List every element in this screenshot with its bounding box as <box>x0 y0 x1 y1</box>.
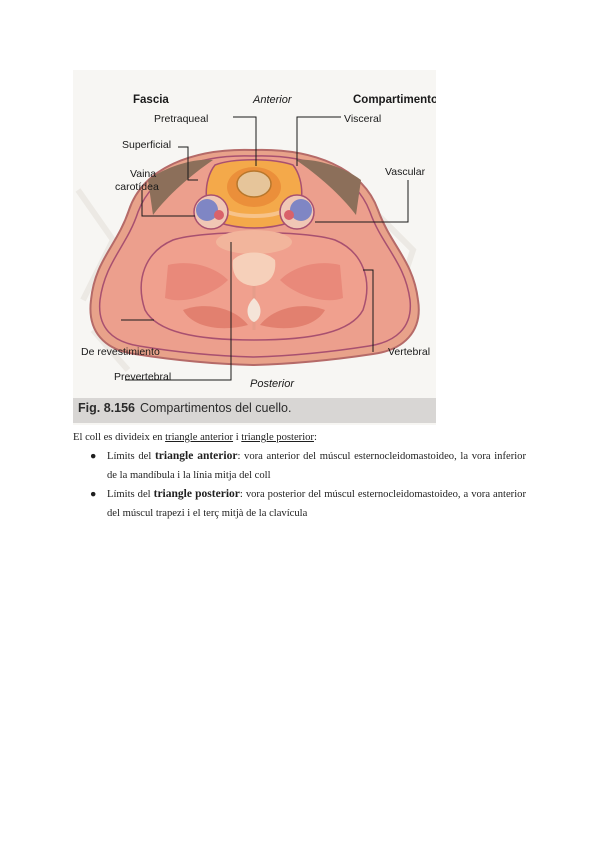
intro-paragraph: El coll es divideix en triangle anterior… <box>73 428 317 447</box>
neck-cross-section-illustration: Fascia Anterior Compartimentos Posterior… <box>75 94 436 390</box>
caption-bar <box>73 398 436 423</box>
posterior-heading: Posterior <box>250 378 295 390</box>
compartments-heading: Compartimentos <box>353 94 436 106</box>
vertebral-label: Vertebral <box>388 346 430 358</box>
bullet-icon: ● <box>90 451 97 462</box>
fascia-heading: Fascia <box>133 94 169 106</box>
left-carotid-sheath <box>193 194 229 230</box>
figure-caption-text: Compartimentos del cuello. <box>139 401 292 415</box>
neck-compartments-figure: Fascia Anterior Compartimentos Posterior… <box>73 70 436 425</box>
intro-prefix: El coll es divideix en <box>73 432 166 443</box>
posterior-triangle-ref: triangle posterior <box>241 432 314 443</box>
list-item: ● Límits del triangle posterior: vora po… <box>90 485 526 523</box>
list-item: ● Límits del triangle anterior: vora ant… <box>90 447 526 485</box>
bullet-text: : vora anterior del múscul esternocleido… <box>107 451 527 481</box>
figure-caption: Fig. 8.156 Compartimentos del cuello. <box>78 401 291 415</box>
anterior-heading: Anterior <box>252 94 293 106</box>
bullet-text: : vora posterior del múscul esternocleid… <box>107 489 526 519</box>
intro-mid: i <box>233 432 242 443</box>
prevertebral-label: Prevertebral <box>114 371 171 383</box>
pretracheal-label: Pretraqueal <box>154 113 208 125</box>
right-carotid-sheath <box>279 194 315 230</box>
visceral-label: Visceral <box>344 113 381 125</box>
intro-suffix: : <box>313 432 317 443</box>
carotid-sheath-label-line2: carotídea <box>115 181 159 193</box>
vascular-label: Vascular <box>385 166 426 178</box>
bullet-list: ● Límits del triangle anterior: vora ant… <box>90 447 526 523</box>
bullet-term: triangle posterior <box>153 488 240 500</box>
bullet-icon: ● <box>90 489 97 500</box>
anterior-triangle-ref: triangle anterior <box>165 432 234 443</box>
right-scm-muscle <box>296 159 361 215</box>
carotid-sheath-label-line1: Vaina <box>130 168 156 180</box>
bullet-term: triangle anterior <box>154 450 238 462</box>
left-scm-muscle <box>148 159 213 215</box>
figure-number: Fig. 8.156 <box>78 401 135 415</box>
bullet-prefix: Límits del <box>107 451 155 462</box>
bullet-prefix: Límits del <box>107 489 154 500</box>
superficial-label: Superficial <box>122 139 171 151</box>
investing-label: De revestimiento <box>81 346 160 358</box>
